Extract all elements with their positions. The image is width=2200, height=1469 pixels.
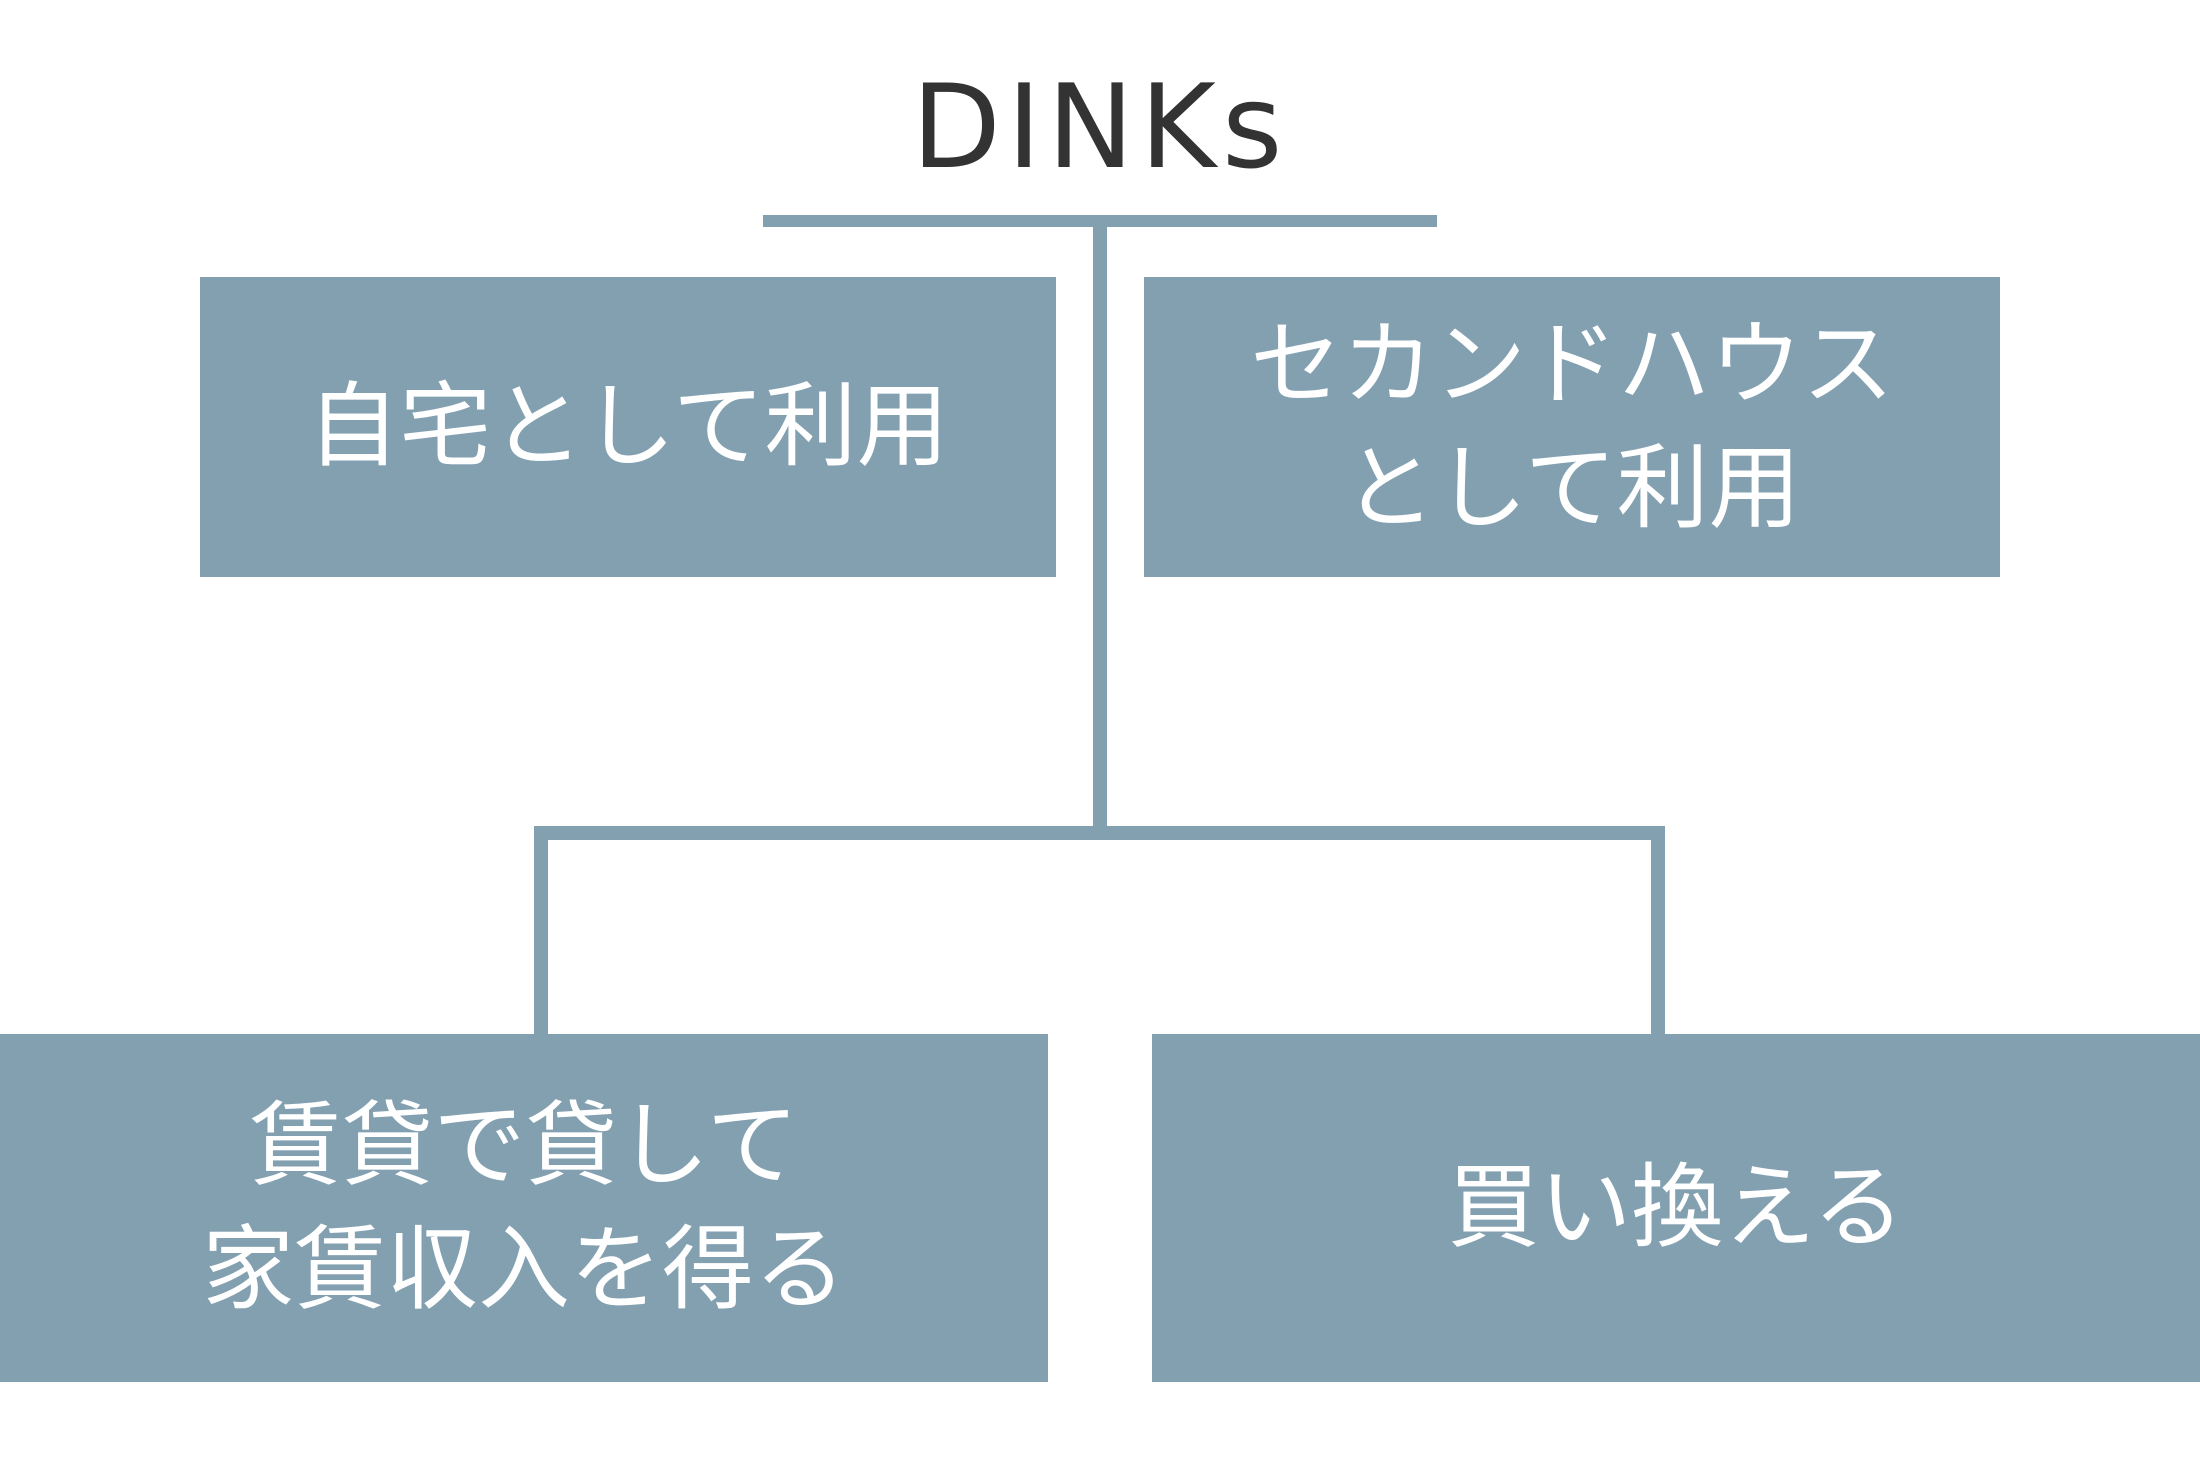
diagram-title: DINKs <box>911 60 1289 195</box>
node-second-house-use: セカンドハウス として利用 <box>1144 277 2000 577</box>
main-trunk <box>1093 227 1107 830</box>
bottom-branch-horizontal <box>534 826 1665 840</box>
title-underline <box>763 215 1437 227</box>
node-rent-out-income: 賃貸で貸して 家賃収入を得る <box>0 1034 1048 1382</box>
node-home-use: 自宅として利用 <box>200 277 1056 577</box>
bottom-branch-left-drop <box>534 826 548 1036</box>
node-replace-purchase: 買い換える <box>1152 1034 2200 1382</box>
bottom-branch-right-drop <box>1651 826 1665 1036</box>
